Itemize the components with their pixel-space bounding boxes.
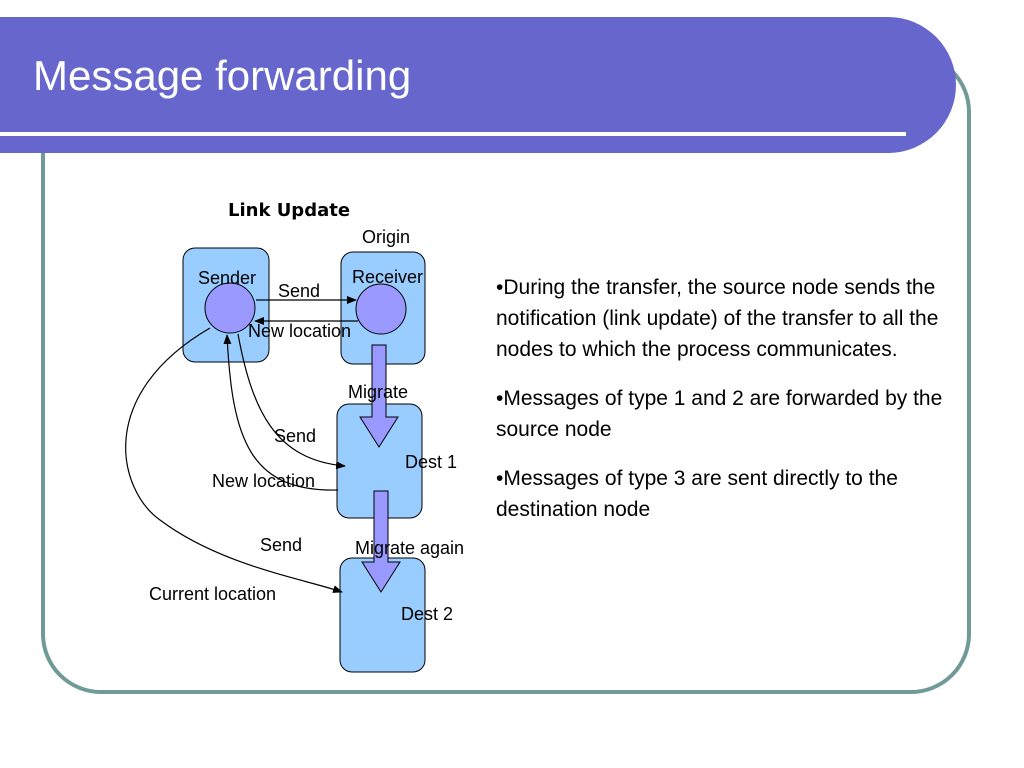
migrate-again-arrow bbox=[361, 490, 401, 593]
sender-label: Sender bbox=[198, 268, 256, 288]
diagram-heading: Link Update bbox=[228, 200, 350, 221]
current-location-label: Current location bbox=[149, 584, 276, 604]
new-location-label-2: New location bbox=[212, 471, 315, 491]
receiver-node bbox=[355, 283, 407, 335]
send-arrow-3 bbox=[125, 327, 343, 593]
bullet-item-1: •During the transfer, the source node se… bbox=[496, 276, 939, 361]
dest2-label: Dest 2 bbox=[401, 604, 453, 624]
migrate-label: Migrate bbox=[348, 382, 408, 402]
bullet-item-3: •Messages of type 3 are sent directly to… bbox=[496, 467, 898, 521]
send-label-3: Send bbox=[260, 535, 302, 555]
title-underline bbox=[0, 132, 906, 136]
send-label-2: Send bbox=[274, 426, 316, 446]
migrate-again-label: Migrate again bbox=[355, 538, 464, 558]
new-location-arrow-2 bbox=[223, 334, 339, 491]
send-arrow-2 bbox=[237, 333, 346, 470]
new-location-label-1: New location bbox=[248, 321, 351, 341]
title-bar bbox=[0, 17, 956, 153]
dest1-label: Dest 1 bbox=[405, 452, 457, 472]
migrate-arrow bbox=[359, 344, 399, 448]
bullet-list: •During the transfer, the source node se… bbox=[496, 272, 971, 543]
bullet-item-2: •Messages of type 1 and 2 are forwarded … bbox=[496, 387, 943, 441]
slide-title: Message forwarding bbox=[33, 52, 412, 99]
receiver-label: Receiver bbox=[352, 267, 423, 287]
origin-label: Origin bbox=[362, 227, 410, 247]
sender-node bbox=[204, 282, 256, 334]
send-label-1: Send bbox=[278, 281, 320, 301]
